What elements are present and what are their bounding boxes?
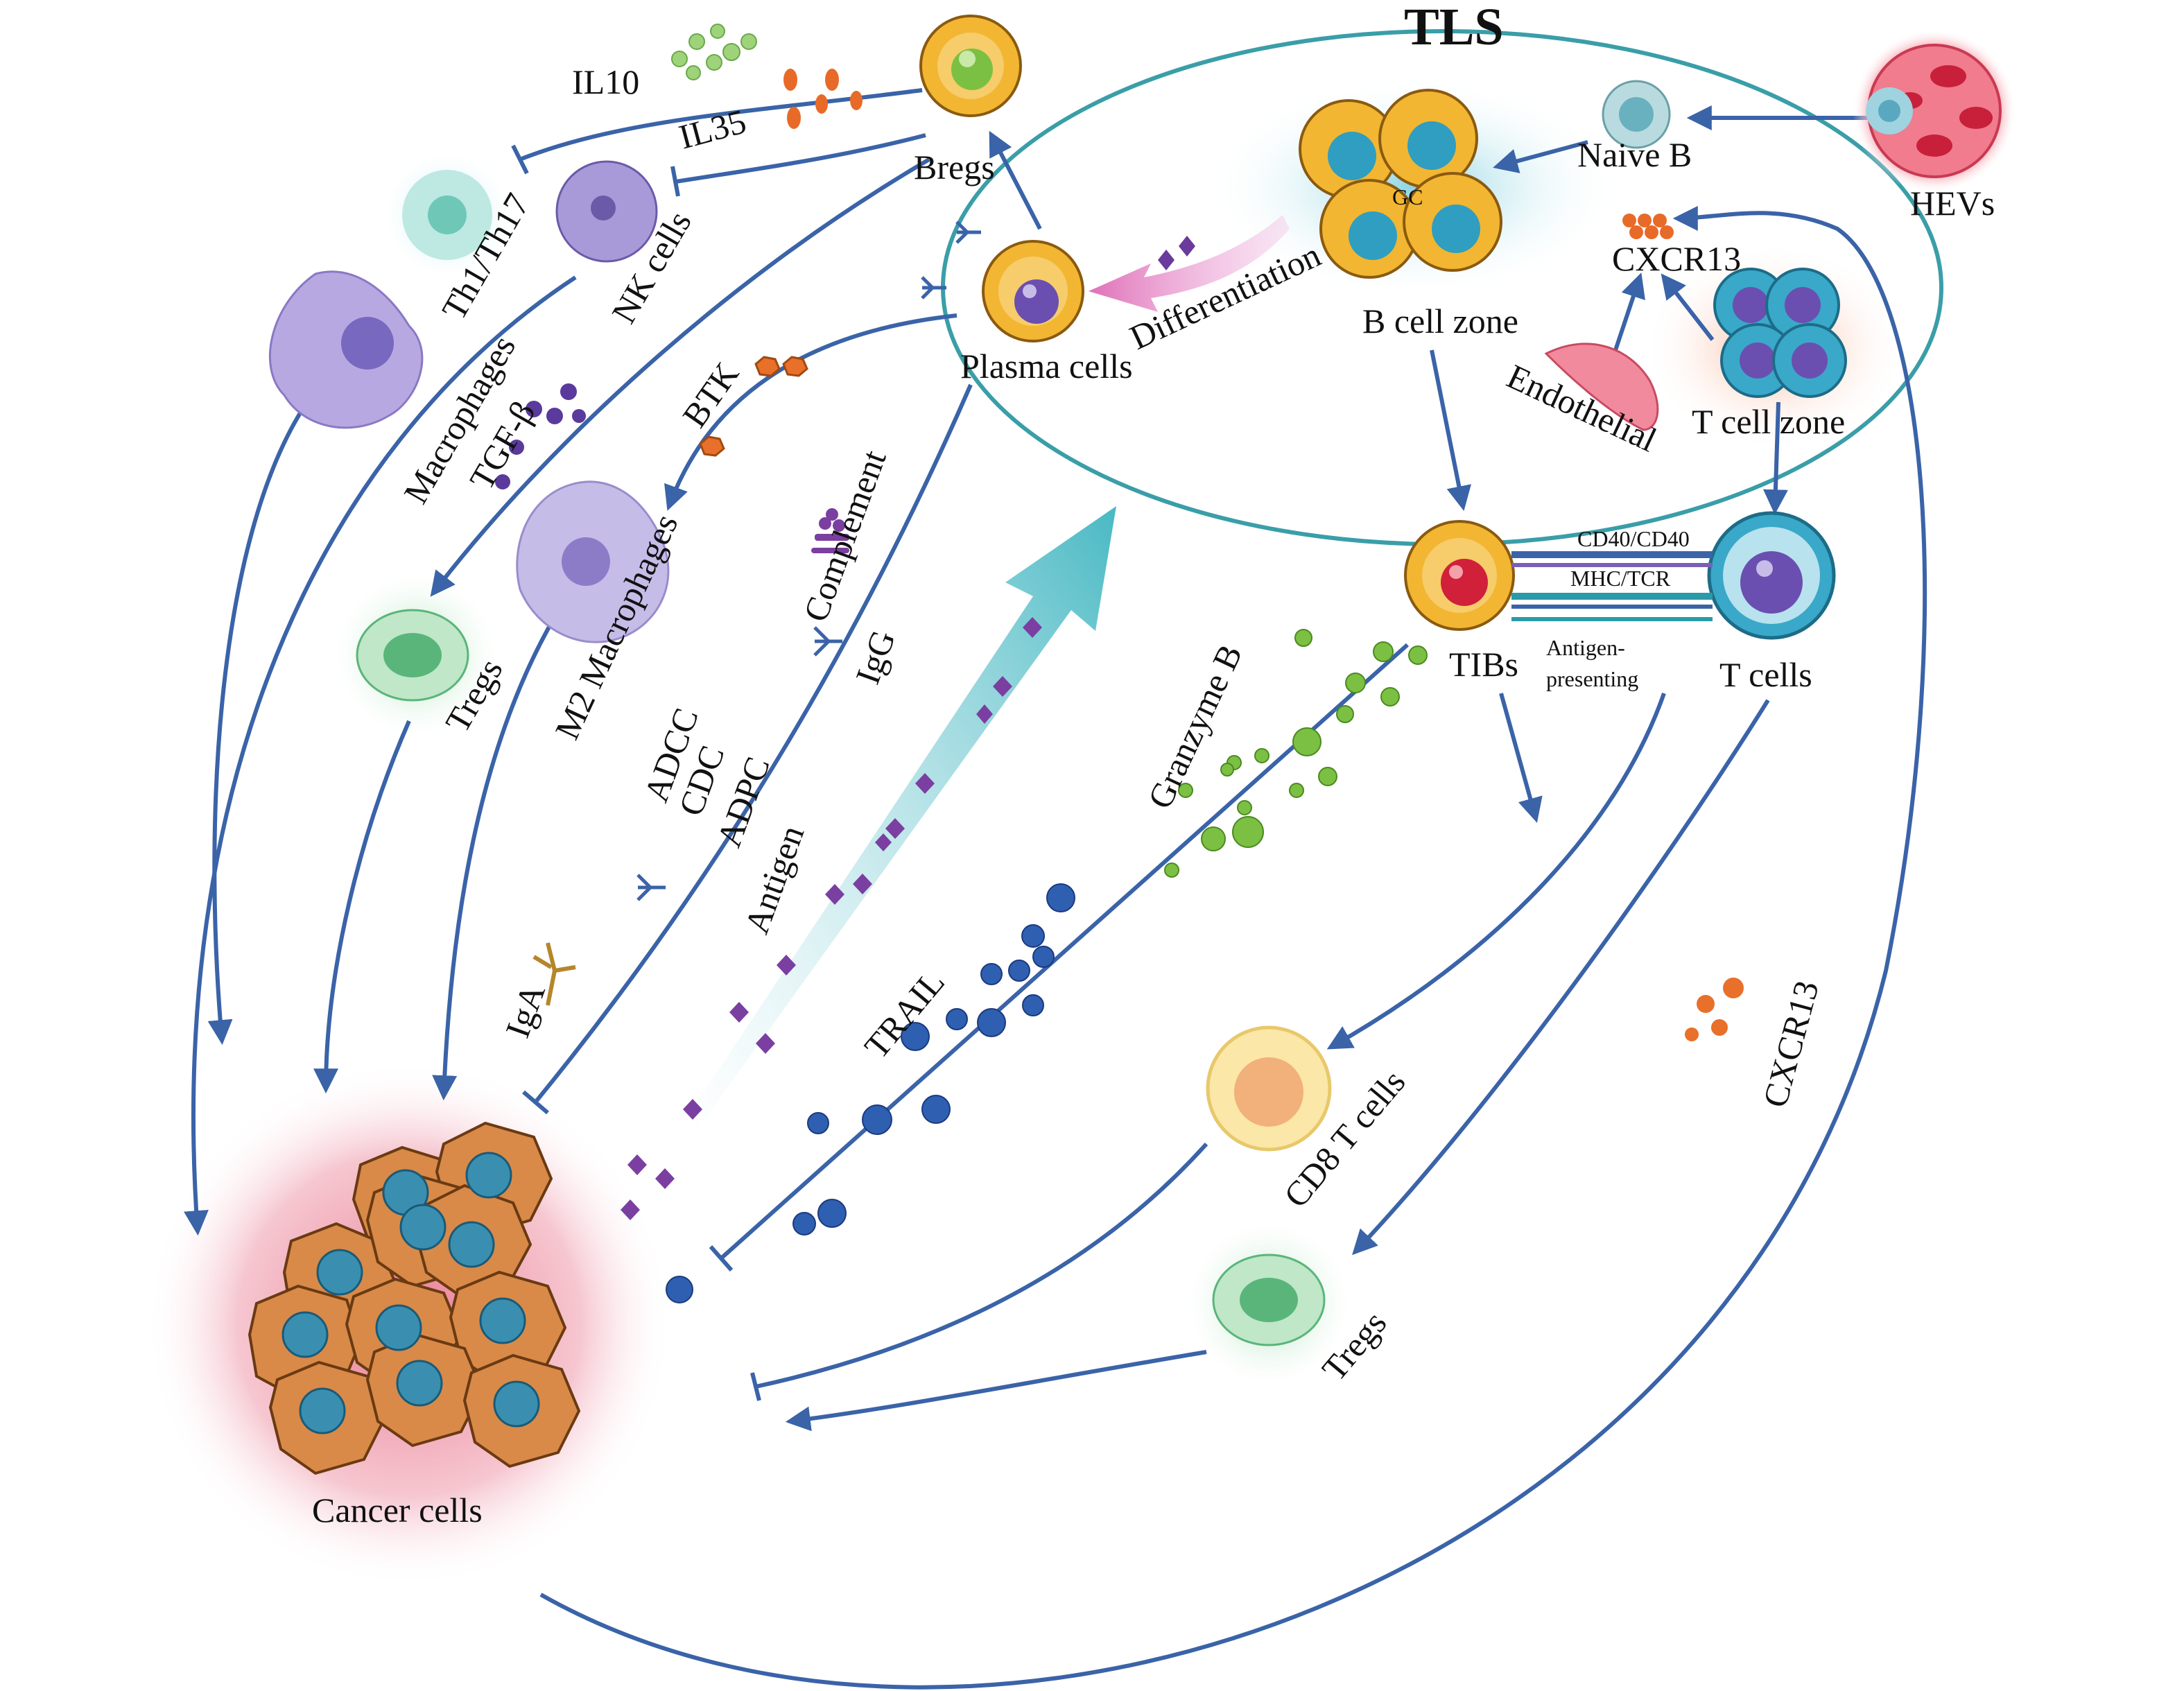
igg-antibody-icon [813,626,842,657]
tib-t-interaction [1511,551,1713,621]
granzyme-b-label: Granzyme B [1140,639,1249,815]
t-cells-label: T cells [1719,655,1812,694]
btk-label: BTK [675,355,746,434]
tregs-to-cancer-arrow [313,720,411,1094]
granzyme-b-molecules [1164,629,1428,878]
th1-th17-cell [402,170,492,260]
trail-label: TRAIL [857,962,953,1066]
bzone-to-tibs-arrow [1430,349,1472,512]
igg-label: IgG [848,625,903,689]
plasma-to-bregs-arrow [989,130,1042,230]
adcc-antibody-icon [636,874,666,901]
il35-inhibition-line [675,133,926,184]
tgf-b-molecules [495,383,586,489]
tibs-down-arrow [1499,693,1543,823]
tls-title: TLS [1404,0,1504,56]
naiveb-to-bzone-arrow [1493,140,1588,173]
trail-molecules [666,883,1075,1303]
antigen-presenting-label-2: presenting [1546,666,1638,691]
cxcr13-receptor-icon [1622,214,1674,239]
il10-molecules [671,24,757,80]
tcells-to-cd8-arrow [1326,693,1666,1050]
il35-molecules [783,69,863,129]
cxcr13-right-label: CXCR13 [1756,977,1826,1111]
m2-to-cancer-arrow [432,616,557,1101]
macrophage-cell [269,270,424,429]
differentiation-diamonds [1158,236,1195,270]
complement-molecule [811,508,849,553]
tibs-inhibition-bar [709,1245,734,1272]
cd8-t-cell [1206,1025,1332,1152]
plasma-cells-label: Plasma cells [960,347,1133,385]
tregs-left-cell [356,609,469,702]
th1-to-cancer-arrow [207,394,314,1046]
il10-inhibition-bar [511,144,529,175]
cd40-label: CD40/CD40 [1577,526,1690,551]
endothelial-to-cxcr13-arrow [1610,272,1645,361]
tregs-right-to-cancer-arrow [785,1350,1207,1432]
il35-inhibition-bar [670,166,680,197]
plasma-to-m2-arrow [664,313,957,511]
mhc-tcr-label: MHC/TCR [1570,566,1671,591]
plasma-cell [982,240,1084,342]
il10-label: IL10 [572,62,639,101]
plasma-inhibition-bar [522,1090,549,1115]
nk-cell [555,160,658,263]
antigen-presenting-label-1: Antigen- [1546,635,1625,660]
antigen-transport-arrow [683,506,1116,1130]
differentiation-arrow [1089,215,1290,312]
hev-vessel [1853,29,2016,193]
tregs-right-cell [1212,1254,1326,1346]
tibs-cell [1404,520,1515,631]
nk-to-cancer-arrow [183,275,577,1236]
complement-label: Complement [796,445,894,627]
naive-b-label: Naive B [1577,135,1692,174]
cancer-cells-cluster [248,1121,581,1475]
plasma-antibody-icons [921,220,981,300]
cancer-cells-label: Cancer cells [312,1491,483,1529]
tzone-to-cxcr13-arrow [1661,273,1715,341]
cxcr13-top-label: CXCR13 [1612,239,1741,278]
iga-antibody-icon [532,942,576,1006]
plasma-to-cancer-inhibition [533,383,973,1104]
cxcr13-right-molecules [1685,978,1744,1041]
naive-b-cell [1602,80,1671,149]
bregs-to-tregs-arrow [430,157,930,597]
il35-label: IL35 [675,101,749,156]
tibs-label: TIBs [1449,645,1518,684]
m2-macrophage-cell [516,480,670,643]
cxcr13-loop-arrow [539,205,1927,1690]
t-cell-zone-label: T cell zone [1692,402,1845,441]
cd8-inhibition-bar [750,1372,761,1401]
t-cell-zone-cluster [1713,268,1847,398]
t-cells-cell [1707,511,1836,640]
cd8-to-cancer-inhibition [755,1142,1208,1389]
btk-molecules [699,356,808,457]
tibs-to-cancer-inhibition [720,643,1409,1260]
tzone-to-tcells-arrow [1762,401,1788,515]
hevs-label: HEVs [1910,184,1995,223]
b-cell-zone-label: B cell zone [1362,302,1518,340]
iga-label: IgA [498,979,553,1043]
bregs-cell [919,15,1022,117]
b-cell-zone-cluster [1299,89,1502,279]
tcells-to-tregs-arrow [1352,699,1770,1256]
endothelial-cell [1544,342,1659,431]
gc-label: GC [1392,184,1423,209]
bregs-label: Bregs [914,148,995,187]
antigen-diamonds [621,617,1042,1220]
